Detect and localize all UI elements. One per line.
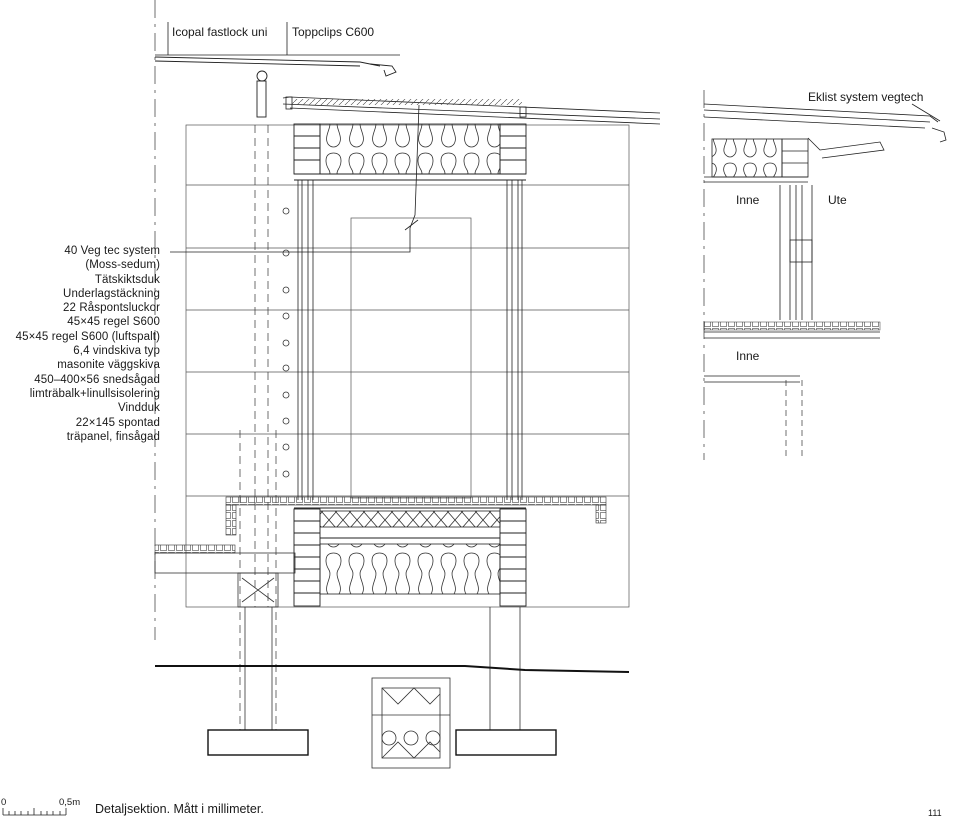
floor-brick-band	[225, 496, 607, 506]
layer-item: 22×145 spontad	[75, 416, 160, 429]
page-number: 111	[928, 808, 942, 818]
roof-gravel-band	[292, 99, 522, 105]
foundation-detail	[371, 677, 451, 769]
floor-brick-right	[595, 504, 607, 524]
foundation-pillars	[244, 607, 521, 730]
wall-outline	[185, 124, 630, 608]
layer-item: 45×45 regel S600 (luftspalt)	[15, 330, 160, 343]
roof-beam-insulation	[319, 123, 501, 175]
floor-cross-layer	[319, 510, 501, 528]
layer-item: träpanel, finsågad	[66, 430, 160, 443]
floor-end-block	[154, 552, 296, 608]
layer-item: 6,4 vindskiva typ	[73, 345, 160, 358]
ground-line	[155, 665, 630, 673]
layer-item: limträbalk+linullsisolering	[29, 387, 160, 400]
fastener-circles	[282, 207, 290, 478]
roof-edge-left	[154, 56, 397, 118]
layer-item: 40 Veg tec system	[64, 245, 160, 257]
column-centerlines	[239, 125, 277, 730]
layer-item: 450–400×56 snedsågad	[34, 373, 160, 386]
roof-callout-leader	[155, 22, 400, 56]
figure-caption: Detaljsektion. Mått i millimeter.	[95, 802, 264, 816]
layer-item: 45×45 regel S600	[67, 316, 160, 329]
layer-item: Underlagstäckning	[63, 287, 160, 300]
callout-eklist: Eklist system vegtech	[808, 90, 924, 104]
roof-covering	[282, 96, 661, 125]
inset-dashed	[785, 380, 803, 460]
inset-roof	[703, 103, 947, 159]
layer-item: Tätskiktsduk	[94, 273, 160, 286]
inset-roof-insulation	[711, 138, 783, 178]
scale-bar	[2, 808, 67, 816]
floor-brick-step	[154, 544, 236, 554]
scale-bar-end-label: 0,5m	[59, 797, 81, 808]
floor-beam-posts	[293, 507, 527, 607]
scale-bar-start-label: 0	[1, 797, 7, 808]
layer-item: masonite väggskiva	[57, 359, 160, 372]
callout-icopal: Icopal fastlock uni	[172, 25, 268, 39]
layer-leader	[170, 104, 420, 253]
layer-item: 22 Råspontsluckor	[63, 302, 160, 315]
inset-label-inne-bottom: Inne	[736, 349, 760, 363]
inset-label-ute: Ute	[828, 193, 847, 207]
callout-toppclips: Toppclips C600	[292, 25, 375, 39]
layer-list: 40 Veg tec system (Moss-sedum) Tätskikts…	[16, 244, 160, 444]
inset-floor-band	[703, 321, 881, 331]
inset-posts	[704, 138, 880, 383]
wall-studs	[297, 180, 523, 500]
layer-item: (Moss-sedum)	[85, 259, 160, 272]
floor-brick-left	[225, 504, 237, 536]
footing-right	[455, 729, 557, 756]
roof-beam-posts	[293, 123, 527, 181]
inset-label-inne-top: Inne	[736, 193, 760, 207]
layer-item: Vindduk	[117, 402, 160, 415]
floor-beam-insulation	[319, 543, 501, 595]
footing-left	[207, 729, 309, 756]
